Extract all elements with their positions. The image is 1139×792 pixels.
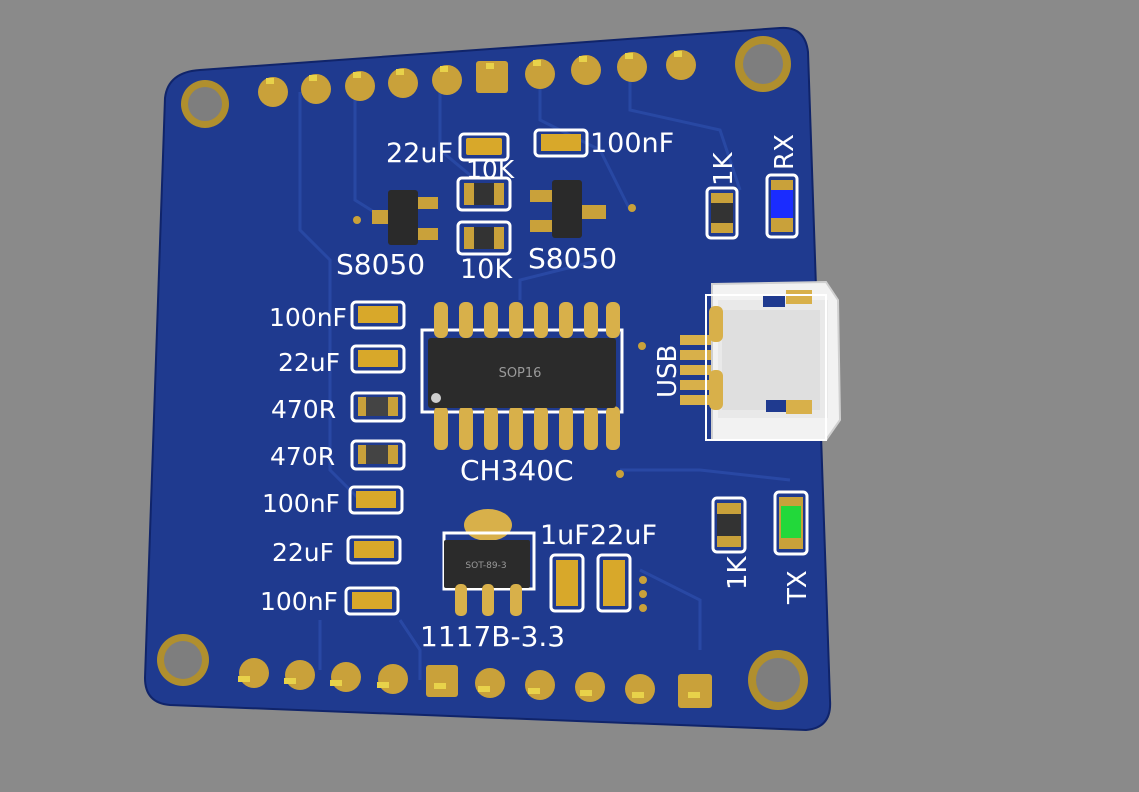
c-22uf-1-footprint	[350, 344, 406, 374]
c-100nf-top-footprint	[533, 128, 589, 158]
label-r-10k-top: 10K	[466, 155, 515, 184]
header-pin	[666, 50, 696, 80]
header-pin-square	[426, 665, 458, 697]
header-pin	[525, 59, 555, 89]
label-q1: S8050	[336, 248, 425, 281]
header-pin	[238, 658, 269, 688]
label-r-1k-rx: 1K	[709, 151, 739, 186]
ch340c-ic: SOP16	[420, 302, 624, 450]
header-pin	[525, 670, 555, 700]
usb-connector	[680, 280, 842, 441]
label-c-22uf-1: 22uF	[278, 348, 340, 377]
header-pin	[388, 68, 418, 98]
ic-package-mark: SOP16	[499, 366, 542, 381]
header-pin	[345, 71, 375, 101]
top-header-pins	[258, 50, 696, 107]
c-100nf-2-footprint	[348, 485, 404, 515]
label-c-22uf-reg: 22uF	[590, 520, 657, 551]
label-q2: S8050	[528, 242, 617, 275]
r-1k-tx-footprint	[711, 496, 747, 554]
led-tx	[773, 490, 809, 556]
regulator-1117: SOT-89-3	[442, 509, 536, 616]
c-100nf-1-footprint	[350, 300, 406, 330]
label-c-1uf: 1uF	[540, 520, 590, 551]
label-c-100nf-2: 100nF	[262, 489, 340, 518]
ic-pin1-dot	[431, 393, 441, 403]
header-pin	[475, 668, 505, 698]
r-470-2-footprint	[350, 439, 406, 471]
led-tx-lens	[781, 506, 801, 538]
label-ic: CH340C	[460, 454, 574, 487]
silkscreen-labels: 22uF 10K 100nF S8050 10K S8050 1K RX 100…	[260, 128, 813, 653]
label-r-470-1: 470R	[271, 395, 336, 424]
c-22uf-2-footprint	[346, 535, 402, 565]
label-c-100nf-3: 100nF	[260, 587, 338, 616]
label-rx: RX	[770, 134, 800, 170]
header-pin	[432, 65, 462, 95]
header-pin	[258, 77, 288, 107]
header-pin	[575, 672, 605, 702]
header-pin	[377, 664, 408, 694]
transistor-q2	[530, 180, 606, 238]
ic-body	[428, 338, 616, 408]
header-pin-square	[678, 674, 712, 708]
label-tx: TX	[783, 570, 813, 605]
header-pin	[284, 660, 315, 690]
led-rx	[765, 173, 799, 239]
r-1k-rx-footprint	[705, 186, 739, 240]
r-470-1-footprint	[350, 391, 406, 423]
bottom-header-pins	[238, 658, 712, 708]
header-pin-square	[476, 61, 508, 93]
label-r-470-2: 470R	[270, 442, 335, 471]
label-c-22uf-top: 22uF	[386, 138, 453, 169]
c-22uf-reg-footprint	[596, 553, 632, 613]
label-r-10k-bottom: 10K	[460, 254, 513, 285]
ic-pins-top	[434, 302, 620, 338]
label-r-1k-tx: 1K	[723, 555, 753, 590]
c-22uf-top-footprint	[458, 132, 510, 162]
label-regulator: 1117B-3.3	[420, 620, 565, 653]
vias	[353, 204, 647, 612]
header-pin	[617, 52, 647, 82]
led-rx-lens	[771, 190, 793, 218]
label-c-22uf-2: 22uF	[272, 538, 334, 567]
regulator-package-mark: SOT-89-3	[465, 561, 506, 571]
label-c-100nf-top: 100nF	[590, 128, 674, 159]
header-pin	[330, 662, 361, 692]
left-passives	[344, 300, 406, 616]
header-pin	[625, 674, 655, 704]
r-10k-bottom-footprint	[456, 220, 512, 256]
header-pin	[571, 55, 601, 85]
r-10k-top-footprint	[456, 176, 512, 212]
label-usb: USB	[653, 345, 683, 398]
ic-pins-bottom	[434, 406, 620, 450]
label-c-100nf-1: 100nF	[269, 303, 347, 332]
regulator-body	[444, 540, 530, 588]
header-pin	[301, 74, 331, 104]
transistor-q1	[372, 190, 438, 245]
c-1uf-footprint	[549, 553, 585, 613]
mounting-holes	[157, 36, 808, 710]
c-100nf-3-footprint	[344, 586, 400, 616]
